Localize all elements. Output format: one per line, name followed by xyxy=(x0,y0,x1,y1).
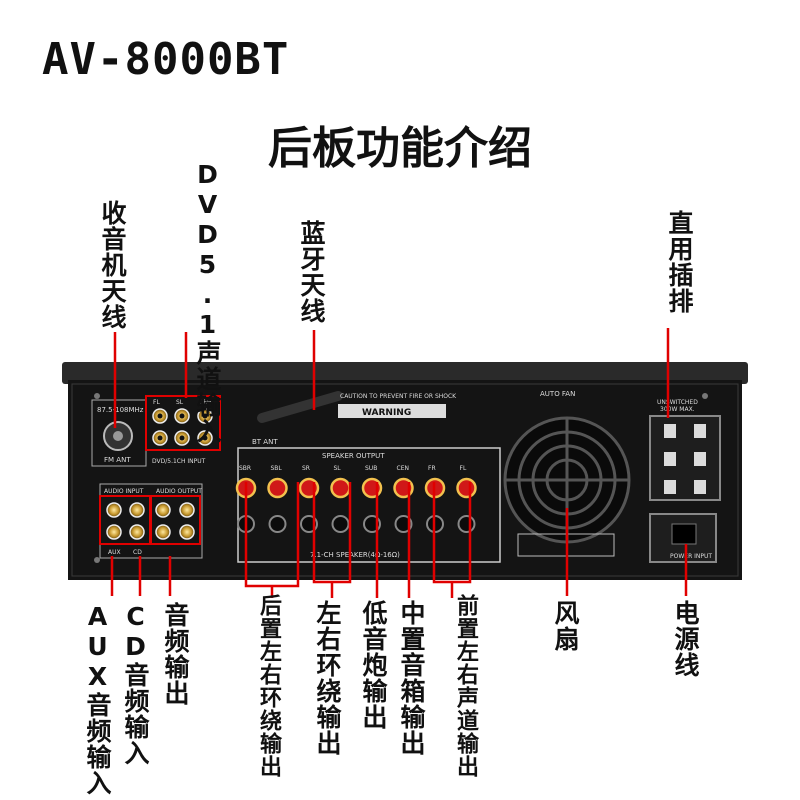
label-lr-surround: 左右环绕输出 xyxy=(313,600,342,756)
speaker-terminal-black xyxy=(457,515,476,533)
label-cd-input: CD音频输入 xyxy=(121,602,150,766)
dvd-input-label: DVD/5.1CH INPUT xyxy=(152,458,206,465)
svg-text:AUDIO OUTPUT: AUDIO OUTPUT xyxy=(156,488,202,495)
label-aux-input: AUX音频输入 xyxy=(83,602,112,796)
label-subwoofer: 低音炮输出 xyxy=(359,600,388,730)
label-dvd-input: DVD5.1声道输入 xyxy=(193,160,222,444)
svg-text:UNSWITCHED: UNSWITCHED xyxy=(657,399,698,406)
label-rear-surround: 后置左右环绕输出 xyxy=(256,594,281,778)
speaker-channel-label: SR xyxy=(302,465,310,472)
dvd-input-block: FL SL CEN DVD/5.1CH INPUT xyxy=(145,395,221,465)
speaker-terminal-black xyxy=(331,515,350,533)
speaker-terminal-red xyxy=(267,477,288,499)
speaker-terminal-black xyxy=(268,515,287,533)
label-fm-antenna: 收音机天线 xyxy=(98,200,127,330)
svg-text:SPEAKER OUTPUT: SPEAKER OUTPUT xyxy=(322,452,385,460)
speaker-channel-label: FR xyxy=(428,465,436,472)
page-heading: 后板功能介绍 xyxy=(268,123,532,174)
fm-antenna-block: 87.5-108MHz FM ANT xyxy=(91,399,147,467)
power-outlet: UNSWITCHED 300W MAX. xyxy=(649,399,721,501)
speaker-channel-label: SBL xyxy=(271,465,283,472)
fm-freq-label: 87.5-108MHz xyxy=(97,406,144,414)
speaker-terminal-red xyxy=(361,477,383,499)
svg-text:300W MAX.: 300W MAX. xyxy=(660,406,695,413)
dvd-ch-fl: FL xyxy=(153,399,160,406)
speaker-caption: 7.1-CH SPEAKER(4Ω-16Ω) xyxy=(310,551,400,559)
label-center: 中置音箱输出 xyxy=(397,600,426,756)
speaker-terminal-black xyxy=(394,515,413,533)
svg-text:CAUTION TO PREVENT FIRE OR SHO: CAUTION TO PREVENT FIRE OR SHOCK xyxy=(340,393,457,400)
svg-text:AUDIO INPUT: AUDIO INPUT xyxy=(104,488,144,495)
speaker-channel-label: FL xyxy=(460,465,467,472)
warning-sticker: CAUTION TO PREVENT FIRE OR SHOCK WARNING xyxy=(338,393,457,418)
label-power-cord: 电源线 xyxy=(671,600,700,678)
svg-text:AUX: AUX xyxy=(108,549,121,556)
speaker-channel-label: CEN xyxy=(397,465,409,472)
speaker-terminal-red xyxy=(298,477,320,499)
svg-text:CD: CD xyxy=(133,549,142,556)
svg-text:AUTO FAN: AUTO FAN xyxy=(540,390,575,398)
speaker-channel-label: SUB xyxy=(365,465,377,472)
dvd-ch-cen: CEN xyxy=(199,399,211,406)
speaker-output-block: SPEAKER OUTPUT SBR SBL SR SL SUB CEN FR FL 7.1-… xyxy=(235,447,501,563)
speaker-terminal-red xyxy=(456,477,477,499)
speaker-terminal-red xyxy=(330,477,351,499)
audio-io-block: AUDIO INPUT AUDIO OUTPUT AUX CD xyxy=(99,483,203,559)
svg-text:POWER INPUT: POWER INPUT xyxy=(670,553,712,560)
label-fan: 风扇 xyxy=(551,600,580,652)
bt-antenna: BT ANT xyxy=(252,391,343,446)
auto-fan: AUTO FAN xyxy=(503,390,631,557)
speaker-channel-label: SL xyxy=(334,465,342,472)
dvd-ch-sl: SL xyxy=(176,399,184,406)
fm-ant-label: FM ANT xyxy=(104,456,131,464)
bt-ant-label: BT ANT xyxy=(252,438,278,446)
model-title: AV-8000BT xyxy=(42,34,290,85)
speaker-channel-label: SBR xyxy=(239,465,251,472)
label-bt-antenna: 蓝牙天线 xyxy=(297,220,326,324)
label-audio-output: 音频输出 xyxy=(161,602,190,706)
callout-lines xyxy=(110,328,688,598)
power-input: POWER INPUT xyxy=(649,513,717,563)
label-power-outlet: 直用插排 xyxy=(665,210,694,314)
chassis-top-edge xyxy=(62,362,748,384)
svg-text:WARNING: WARNING xyxy=(362,408,411,418)
label-front: 前置左右声道输出 xyxy=(453,594,478,778)
